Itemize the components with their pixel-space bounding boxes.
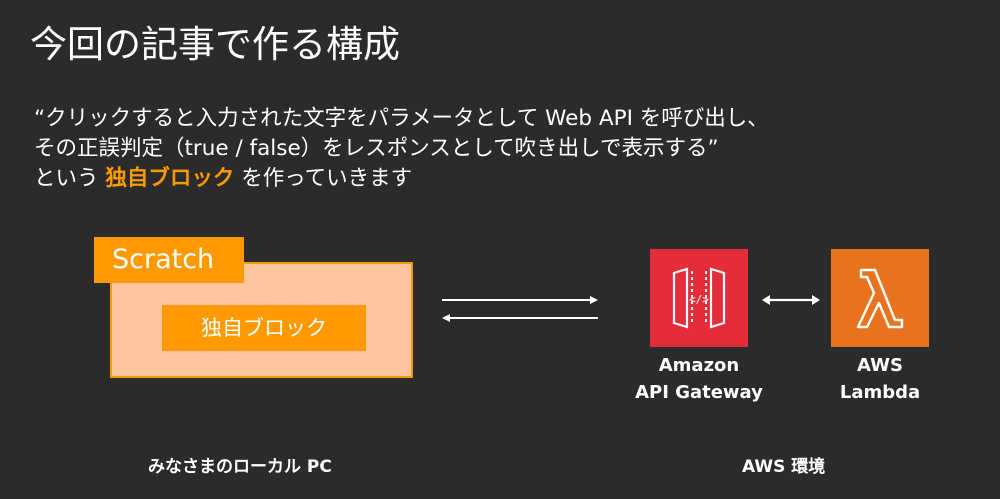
custom-block: 独自ブロック bbox=[162, 305, 366, 351]
slide-title: 今回の記事で作る構成 bbox=[30, 23, 400, 66]
left-arrow-icon bbox=[442, 314, 598, 322]
slide-description: “クリックすると入力された文字をパラメータとして Web API を呼び出し、 … bbox=[34, 104, 769, 194]
description-line-1: “クリックすると入力された文字をパラメータとして Web API を呼び出し、 bbox=[34, 106, 769, 131]
scratch-label: Scratch bbox=[94, 237, 244, 283]
api-gateway-icon: </> bbox=[650, 249, 748, 347]
description-line-3-suffix: を作っていきます bbox=[234, 166, 413, 191]
right-arrow-icon bbox=[442, 296, 598, 304]
bidirectional-arrow-icon bbox=[762, 295, 820, 305]
description-line-2: その正誤判定（true / false）をレスポンスとして吹き出しで表示する” bbox=[34, 136, 719, 161]
lambda-icon bbox=[831, 249, 929, 347]
request-response-arrows bbox=[442, 296, 598, 322]
api-gateway-label: Amazon API Gateway bbox=[610, 352, 788, 406]
api-gateway-label-line-2: API Gateway bbox=[635, 382, 763, 403]
lambda-label-line-1: AWS bbox=[857, 355, 903, 376]
api-gateway-label-line-1: Amazon bbox=[658, 355, 740, 376]
description-line-3: という 独自ブロック を作っていきます bbox=[34, 164, 769, 194]
description-line-3-prefix: という bbox=[34, 166, 106, 191]
svg-text:</>: </> bbox=[689, 293, 709, 306]
description-highlight: 独自ブロック bbox=[105, 166, 235, 191]
aws-env-caption: AWS 環境 bbox=[742, 457, 826, 477]
local-pc-caption: みなさまのローカル PC bbox=[148, 457, 332, 477]
lambda-label: AWS Lambda bbox=[810, 352, 950, 406]
lambda-label-line-2: Lambda bbox=[839, 382, 921, 403]
